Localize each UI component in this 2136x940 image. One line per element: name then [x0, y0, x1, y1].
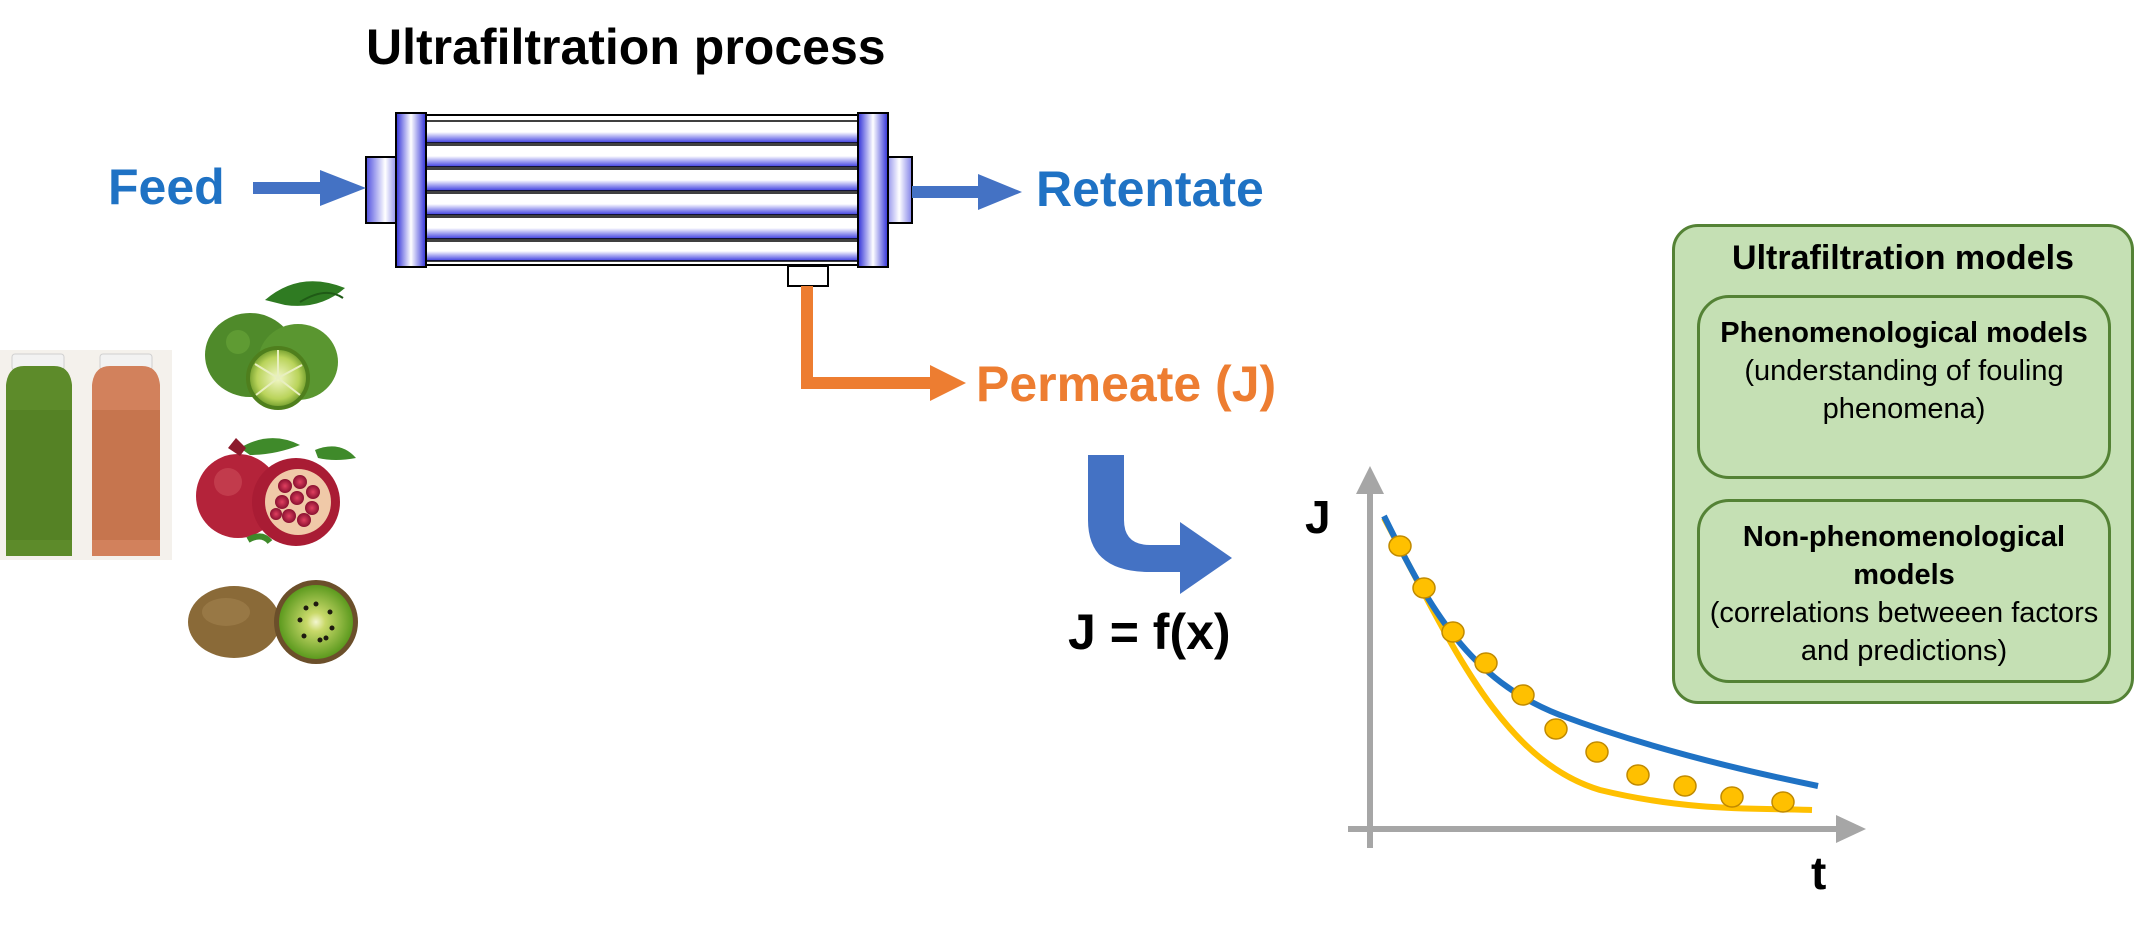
x-axis-arrowhead	[1836, 815, 1866, 843]
data-point	[1388, 535, 1412, 557]
model-box-title: Phenomenological models	[1720, 317, 2088, 349]
models-panel: Ultrafiltration models Phenomenological …	[1672, 224, 2134, 704]
permeate-arrow	[801, 286, 966, 401]
data-point	[1474, 652, 1498, 674]
diagram-title: Ultrafiltration process	[366, 19, 886, 75]
flux-plot	[1348, 466, 1866, 848]
y-axis-arrowhead	[1356, 466, 1384, 494]
module-right-cap	[857, 112, 889, 268]
model-box-title: Non-phenomenological models	[1742, 521, 2066, 591]
juice-bottles-image	[0, 350, 172, 560]
data-point	[1585, 741, 1609, 763]
curved-arrow	[1088, 455, 1232, 594]
kiwi-image	[188, 580, 358, 664]
data-point	[1673, 775, 1697, 797]
model-box-description: (correlations betweeen factors and predi…	[1709, 597, 2099, 667]
membrane-module	[365, 112, 913, 287]
module-left-cap	[395, 112, 427, 268]
data-point	[1441, 621, 1465, 643]
data-point	[1626, 764, 1650, 786]
data-point	[1771, 791, 1795, 813]
models-panel-title: Ultrafiltration models	[1732, 239, 2074, 277]
retentate-label: Retentate	[1036, 161, 1264, 217]
data-point	[1511, 684, 1535, 706]
pomegranate-image	[196, 438, 356, 546]
feed-label: Feed	[108, 159, 225, 215]
data-point	[1544, 718, 1568, 740]
membrane-tubes	[423, 120, 861, 262]
module-inlet-stub	[365, 156, 399, 224]
feed-arrow	[253, 170, 366, 206]
phenomenological-models-box: Phenomenological models (understanding o…	[1697, 295, 2111, 479]
flux-equation: J = f(x)	[1068, 604, 1231, 660]
retentate-arrow	[912, 174, 1022, 210]
bergamot-image	[205, 281, 345, 410]
permeate-label: Permeate (J)	[976, 356, 1277, 412]
plot-x-axis-label: t	[1811, 847, 1827, 899]
data-point	[1720, 786, 1744, 808]
data-point	[1412, 577, 1436, 599]
non-phenomenological-models-box: Non-phenomenological models (correlation…	[1697, 499, 2111, 683]
plot-y-axis-label: J	[1305, 491, 1331, 543]
experimental-points	[1388, 535, 1795, 813]
permeate-port	[787, 265, 829, 287]
model-box-description: (understanding of fouling phenomena)	[1744, 355, 2064, 425]
